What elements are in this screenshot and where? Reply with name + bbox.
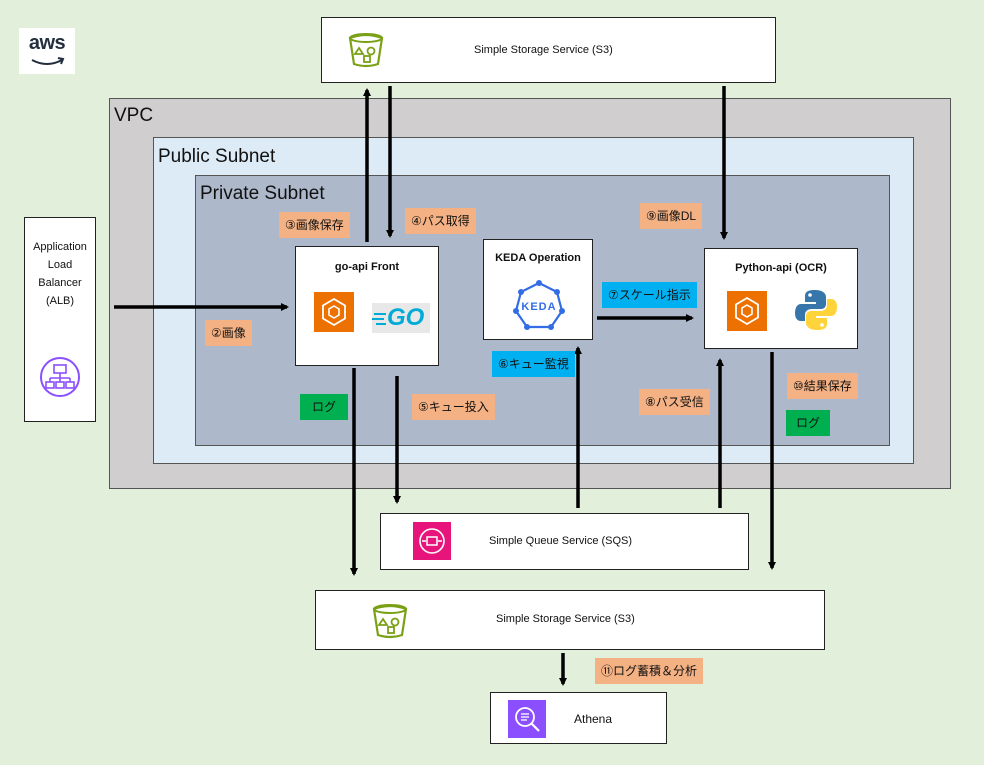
python-api-box: Python-api (OCR) [704, 248, 858, 349]
step-10-tag: ⑩結果保存 [787, 373, 858, 399]
load-balancer-icon [40, 357, 80, 397]
athena-icon [508, 700, 546, 738]
s3-bucket-icon [372, 604, 408, 639]
python-icon [795, 290, 837, 330]
s3-bucket-icon [348, 33, 384, 68]
sqs-icon [413, 522, 451, 560]
keda-logo-text: KEDA [521, 301, 557, 313]
alb-label: Application Load Balancer (ALB) [33, 241, 87, 307]
step-7-tag: ⑦スケール指示 [602, 282, 697, 308]
s3-bottom-box: Simple Storage Service (S3) [315, 590, 825, 650]
step-3-tag: ③画像保存 [279, 212, 350, 238]
go-log-tag: ログ [300, 394, 349, 420]
s3-bottom-label: Simple Storage Service (S3) [496, 613, 635, 625]
go-logo-icon: GO [372, 303, 430, 333]
step-5-tag: ⑤キュー投入 [412, 394, 495, 420]
sqs-box: Simple Queue Service (SQS) [380, 513, 749, 570]
s3-top-label: Simple Storage Service (S3) [474, 44, 613, 56]
keda-label: KEDA Operation [495, 252, 581, 264]
s3-top-box: Simple Storage Service (S3) [321, 17, 776, 83]
aws-logo: aws [19, 28, 75, 74]
container-icon [314, 292, 354, 332]
keda-box: KEDA Operation KEDA [483, 239, 593, 340]
athena-box: Athena [490, 692, 667, 744]
public-subnet-label: Public Subnet [158, 146, 276, 167]
go-api-box: go-api Front GO [295, 246, 439, 366]
step-11-tag: ⑪ログ蓄積＆分析 [595, 658, 704, 684]
python-log-tag: ログ [786, 410, 831, 436]
step-9-tag: ⑨画像DL [640, 203, 703, 229]
alb-box: Application Load Balancer (ALB) [24, 217, 96, 422]
python-api-label: Python-api (OCR) [735, 262, 827, 274]
step-6-tag: ⑥キュー監視 [492, 351, 575, 377]
step-4-tag: ④パス取得 [405, 208, 476, 234]
aws-logo-text: aws [28, 32, 66, 54]
private-subnet-label: Private Subnet [200, 183, 325, 204]
container-icon [727, 291, 767, 331]
step-8-tag: ⑧パス受信 [639, 389, 710, 415]
go-api-label: go-api Front [334, 261, 400, 273]
sqs-label: Simple Queue Service (SQS) [489, 535, 633, 547]
step-2-tag: ②画像 [205, 320, 252, 346]
athena-label: Athena [574, 712, 613, 726]
aws-smile-icon [31, 57, 65, 65]
vpc-label: VPC [114, 105, 154, 126]
keda-icon [513, 280, 565, 330]
go-logo-text: GO [387, 304, 425, 331]
